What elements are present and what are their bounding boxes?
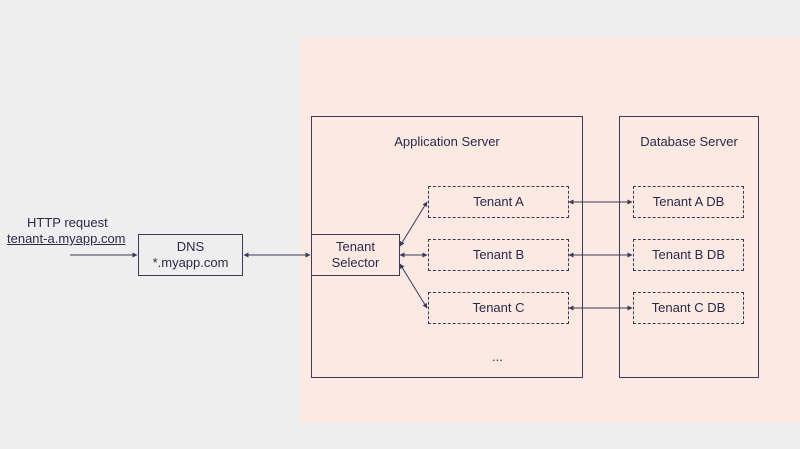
server-zone (300, 38, 800, 423)
more-tenants-ellipsis: ... (492, 349, 503, 364)
database-server-panel (619, 116, 759, 378)
http-request-title: HTTP request (27, 215, 108, 230)
tenant-c-label: Tenant C (472, 300, 525, 315)
selector-to-tenant-a-arrow (399, 201, 428, 247)
tenant-selector-line1: Tenant (335, 239, 376, 254)
tenant-a-db-box: Tenant A DB (633, 186, 744, 218)
tenant-selector-box: Tenant Selector (311, 234, 400, 276)
dns-domain: *.myapp.com (152, 255, 229, 270)
application-server-title: Application Server (394, 134, 500, 149)
tenant-a-db-label: Tenant A DB (652, 194, 725, 209)
tenant-c-db-label: Tenant C DB (651, 300, 726, 315)
tenant-c-db-box: Tenant C DB (633, 292, 744, 324)
dns-label: DNS (176, 239, 205, 254)
tenant-a-label: Tenant A (473, 194, 524, 209)
tenant-b-db-label: Tenant B DB (652, 247, 725, 262)
tenant-b-label: Tenant B (472, 247, 525, 262)
request-url: tenant-a.myapp.com (7, 231, 126, 246)
tenant-selector-line2: Selector (331, 255, 380, 270)
database-server-title: Database Server (640, 134, 738, 149)
selector-to-tenant-c-arrow (399, 263, 428, 309)
dns-box: DNS *.myapp.com (138, 234, 243, 276)
tenant-b-db-box: Tenant B DB (633, 239, 744, 271)
